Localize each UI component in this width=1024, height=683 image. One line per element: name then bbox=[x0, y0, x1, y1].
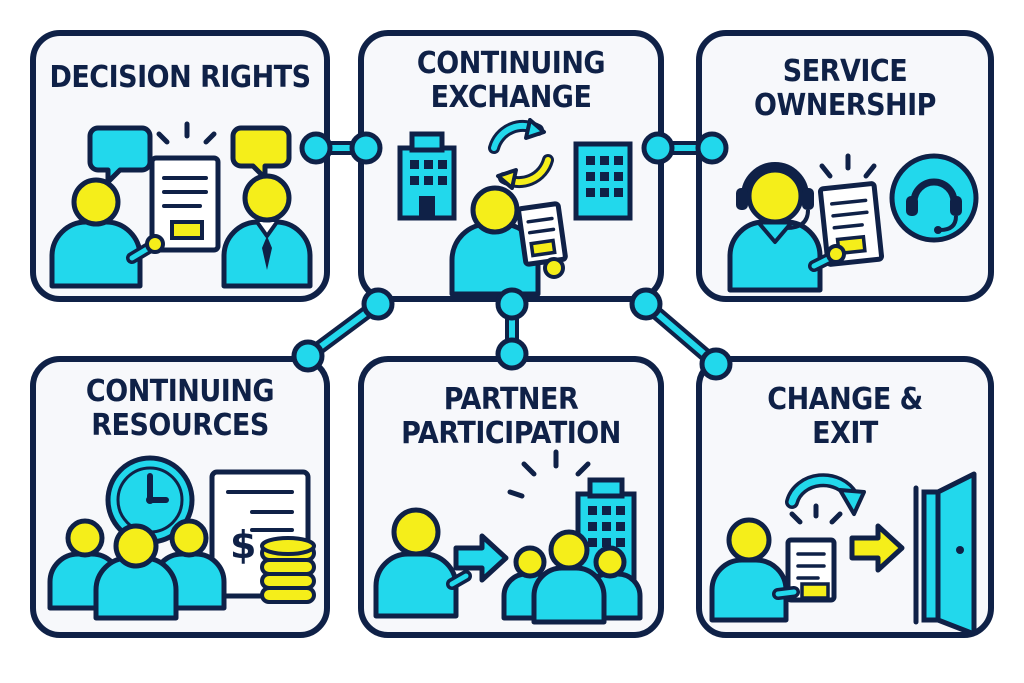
connector-decision-exchange bbox=[299, 131, 383, 165]
businessman-icon bbox=[221, 173, 313, 289]
connector-exchange-ownership bbox=[641, 131, 729, 165]
headset-agent-icon bbox=[727, 162, 823, 293]
clock-icon bbox=[105, 455, 195, 545]
exit-door-icon bbox=[913, 471, 977, 632]
card-title: DECISION RIGHTS bbox=[49, 60, 311, 95]
speech-bubble-icon bbox=[230, 125, 292, 181]
card-continuing-exchange: CONTINUING EXCHANGE bbox=[358, 30, 664, 302]
arrow-right-icon bbox=[453, 533, 509, 583]
card-title-line1: CONTINUING bbox=[85, 374, 275, 409]
speech-bubble-icon bbox=[87, 125, 153, 185]
card-title-line1: CONTINUING bbox=[416, 46, 606, 81]
person-icon bbox=[49, 177, 165, 289]
card-service-ownership: SERVICE OWNERSHIP bbox=[696, 30, 994, 302]
building-icon bbox=[397, 131, 457, 221]
arrow-right-icon bbox=[849, 523, 905, 573]
card-title-line1: PARTNER bbox=[443, 382, 579, 417]
connector-exchange-participation bbox=[495, 287, 529, 371]
person-icon bbox=[373, 507, 472, 619]
connector-exchange-resources bbox=[291, 287, 395, 373]
card-title-line1: CHANGE & bbox=[767, 382, 923, 417]
card-decision-rights: DECISION RIGHTS bbox=[30, 30, 330, 302]
person-with-document-icon bbox=[709, 517, 837, 623]
card-partner-participation: PARTNER PARTICIPATION bbox=[358, 356, 664, 638]
card-title-line2: EXIT bbox=[812, 416, 878, 451]
curved-arrow-icon bbox=[785, 473, 866, 516]
svg-text:$: $ bbox=[230, 523, 256, 567]
people-group-icon bbox=[501, 529, 643, 625]
burst-lines bbox=[819, 153, 877, 179]
card-continuing-resources: CONTINUING RESOURCES $ bbox=[30, 356, 330, 638]
coin-stack-icon bbox=[260, 536, 316, 604]
card-title-line2: RESOURCES bbox=[91, 408, 269, 443]
headset-icon bbox=[889, 153, 979, 243]
card-title-line2: OWNERSHIP bbox=[754, 88, 936, 123]
burst-lines bbox=[789, 503, 843, 525]
card-title-line2: EXCHANGE bbox=[430, 80, 592, 115]
document-icon bbox=[149, 155, 221, 253]
cycle-arrows-icon bbox=[488, 118, 554, 190]
building-icon bbox=[573, 141, 633, 221]
connector-exchange-change-exit bbox=[629, 287, 733, 381]
document-icon bbox=[808, 181, 885, 272]
burst-lines bbox=[156, 121, 217, 145]
person-with-document-icon bbox=[449, 185, 568, 296]
card-title-line1: SERVICE bbox=[782, 54, 908, 89]
card-title-line2: PARTICIPATION bbox=[401, 416, 621, 451]
burst-lines bbox=[507, 449, 591, 499]
people-group-icon bbox=[47, 518, 227, 621]
card-change-exit: CHANGE & EXIT bbox=[696, 356, 994, 638]
